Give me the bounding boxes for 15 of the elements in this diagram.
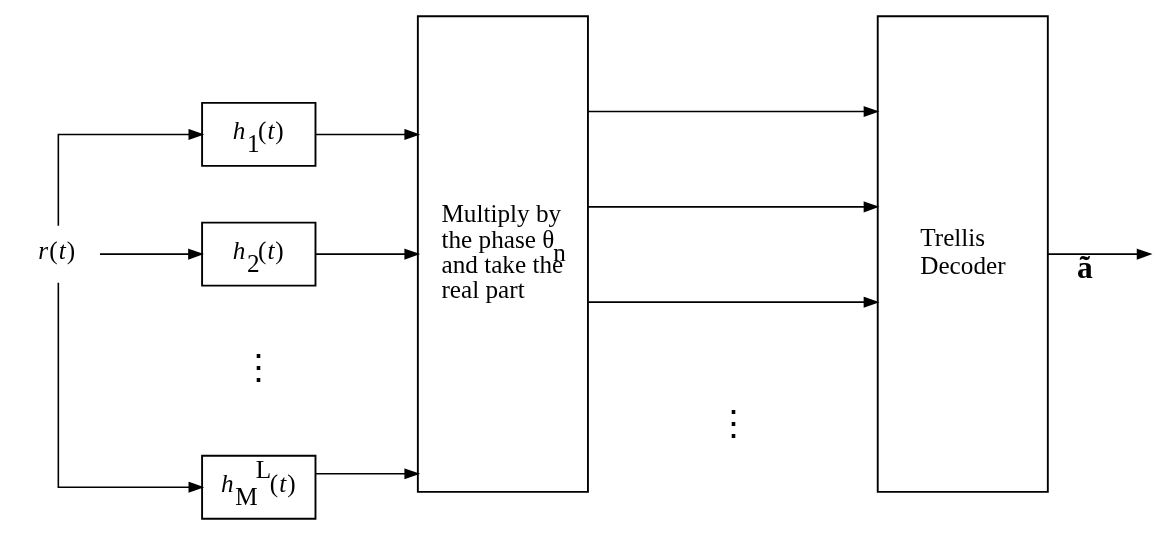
arrow	[587, 296, 880, 308]
node-box: Trellis Decoder	[876, 15, 1049, 493]
arrow	[99, 248, 204, 260]
label: ⋮	[715, 403, 751, 442]
arrow	[57, 281, 205, 493]
label: ⋮	[241, 348, 277, 387]
edge-label: ã	[1077, 249, 1093, 285]
node-text: r(t)	[38, 236, 76, 264]
arrow	[315, 468, 421, 480]
arrow	[315, 248, 421, 260]
arrow	[587, 201, 880, 213]
arrow	[57, 128, 205, 227]
arrow	[587, 106, 880, 118]
arrow	[315, 128, 421, 140]
arrow	[1047, 248, 1153, 260]
